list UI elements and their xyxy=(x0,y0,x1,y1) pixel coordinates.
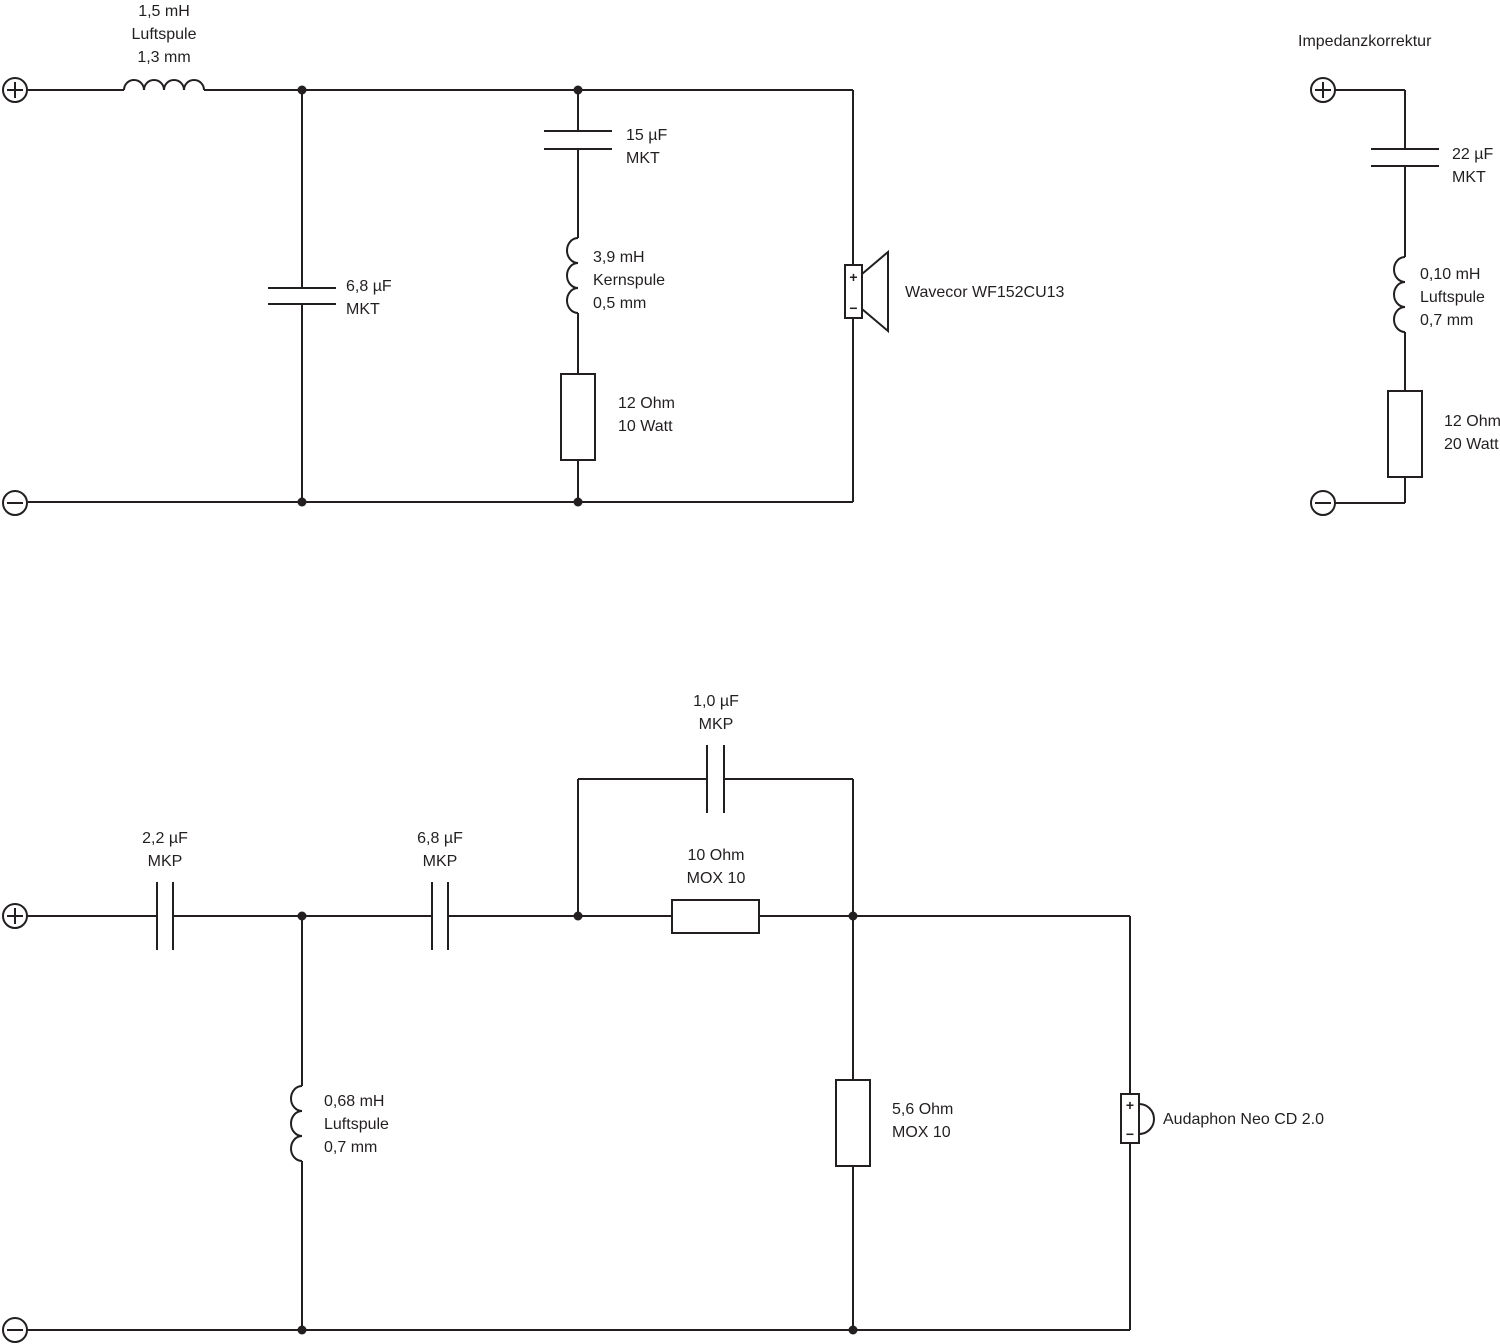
woofer-plus-terminal xyxy=(2,77,28,103)
svg-text:Luftspule: Luftspule xyxy=(324,1116,389,1133)
svg-text:12 Ohm: 12 Ohm xyxy=(1444,413,1500,430)
woofer-speaker-icon: + − xyxy=(844,249,889,334)
svg-text:5,6 Ohm: 5,6 Ohm xyxy=(892,1101,953,1118)
tweeter-minus-terminal xyxy=(2,1317,28,1343)
svg-text:0,10 mH: 0,10 mH xyxy=(1420,266,1480,283)
woofer-shunt-capacitor-label: 6,8 µF MKT xyxy=(346,278,392,318)
tweeter-series-capacitor-2-label: 6,8 µF MKP xyxy=(417,830,463,870)
svg-text:MKT: MKT xyxy=(1452,169,1486,186)
tweeter-bypass-capacitor xyxy=(706,745,725,813)
woofer-notch-coil xyxy=(566,237,579,314)
svg-text:1,0 µF: 1,0 µF xyxy=(693,693,739,710)
woofer-notch-capacitor-label: 15 µF MKT xyxy=(626,127,667,167)
woofer-notch-capacitor xyxy=(544,130,612,150)
svg-text:0,68 mH: 0,68 mH xyxy=(324,1093,384,1110)
tweeter-shunt-resistor xyxy=(835,1079,871,1167)
woofer-shunt-capacitor xyxy=(268,287,336,305)
woofer-series-coil-label: 1,5 mH Luftspule 1,3 mm xyxy=(132,3,197,66)
svg-text:12 Ohm: 12 Ohm xyxy=(618,395,675,412)
tweeter-series-capacitor-1-label: 2,2 µF MKP xyxy=(142,830,188,870)
tweeter-plus-terminal xyxy=(2,903,28,929)
svg-text:2,2 µF: 2,2 µF xyxy=(142,830,188,847)
tweeter-speaker-icon: + − xyxy=(1120,1093,1155,1144)
tweeter-bypass-capacitor-label: 1,0 µF MKP xyxy=(693,693,739,733)
svg-text:MKT: MKT xyxy=(626,150,660,167)
impedance-coil-label: 0,10 mH Luftspule 0,7 mm xyxy=(1420,266,1485,329)
tweeter-series-capacitor-1 xyxy=(156,882,174,950)
svg-text:0,7 mm: 0,7 mm xyxy=(324,1139,377,1156)
svg-text:22 µF: 22 µF xyxy=(1452,146,1493,163)
svg-text:0,5 mm: 0,5 mm xyxy=(593,295,646,312)
svg-text:Luftspule: Luftspule xyxy=(1420,289,1485,306)
tweeter-shunt-resistor-label: 5,6 Ohm MOX 10 xyxy=(892,1101,953,1141)
svg-text:1,3 mm: 1,3 mm xyxy=(137,49,190,66)
tweeter-driver-label: Audaphon Neo CD 2.0 xyxy=(1163,1111,1324,1128)
tweeter-series-resistor-label: 10 Ohm MOX 10 xyxy=(687,847,746,887)
tweeter-section: + − 2,2 µF MKP 6,8 µF MKP 1,0 µF MKP 10 … xyxy=(2,693,1324,1343)
woofer-section: + − 1,5 mH Luftspule 1,3 mm 6,8 µF MKT 1… xyxy=(2,3,1065,516)
svg-text:15 µF: 15 µF xyxy=(626,127,667,144)
svg-text:10 Watt: 10 Watt xyxy=(618,418,673,435)
impedance-coil xyxy=(1393,256,1406,333)
impedance-resistor xyxy=(1387,390,1423,478)
woofer-series-coil xyxy=(123,79,205,91)
svg-text:+: + xyxy=(1126,1097,1134,1113)
impedance-minus-terminal xyxy=(1310,490,1336,516)
svg-text:MOX 10: MOX 10 xyxy=(687,870,746,887)
svg-text:Luftspule: Luftspule xyxy=(132,26,197,43)
impedance-correction-title: Impedanzkorrektur xyxy=(1298,33,1432,50)
svg-text:−: − xyxy=(1126,1126,1134,1142)
svg-text:−: − xyxy=(849,300,857,316)
svg-text:20 Watt: 20 Watt xyxy=(1444,436,1499,453)
impedance-capacitor-label: 22 µF MKT xyxy=(1452,146,1493,186)
svg-text:MKP: MKP xyxy=(148,853,183,870)
svg-text:MKP: MKP xyxy=(699,716,734,733)
impedance-capacitor xyxy=(1371,148,1439,167)
woofer-minus-terminal xyxy=(2,490,28,516)
tweeter-shunt-coil-label: 0,68 mH Luftspule 0,7 mm xyxy=(324,1093,389,1156)
impedance-correction-section: Impedanzkorrektur 22 µF MKT 0,10 mH Luf xyxy=(1298,33,1500,516)
svg-text:1,5 mH: 1,5 mH xyxy=(138,3,190,20)
woofer-notch-resistor xyxy=(560,373,596,461)
svg-text:6,8 µF: 6,8 µF xyxy=(346,278,392,295)
tweeter-shunt-coil xyxy=(290,1085,303,1162)
woofer-notch-coil-label: 3,9 mH Kernspule 0,5 mm xyxy=(593,249,665,312)
svg-text:MKP: MKP xyxy=(423,853,458,870)
tweeter-series-resistor xyxy=(671,899,760,934)
svg-text:6,8 µF: 6,8 µF xyxy=(417,830,463,847)
impedance-resistor-label: 12 Ohm 20 Watt xyxy=(1444,413,1500,453)
svg-text:Kernspule: Kernspule xyxy=(593,272,665,289)
woofer-driver-label: Wavecor WF152CU13 xyxy=(905,284,1065,301)
svg-text:+: + xyxy=(849,269,857,285)
impedance-plus-terminal xyxy=(1310,77,1336,103)
svg-text:0,7 mm: 0,7 mm xyxy=(1420,312,1473,329)
svg-text:3,9 mH: 3,9 mH xyxy=(593,249,645,266)
svg-text:MKT: MKT xyxy=(346,301,380,318)
woofer-notch-resistor-label: 12 Ohm 10 Watt xyxy=(618,395,675,435)
svg-text:MOX 10: MOX 10 xyxy=(892,1124,951,1141)
svg-text:10 Ohm: 10 Ohm xyxy=(688,847,745,864)
tweeter-series-capacitor-2 xyxy=(431,882,449,950)
